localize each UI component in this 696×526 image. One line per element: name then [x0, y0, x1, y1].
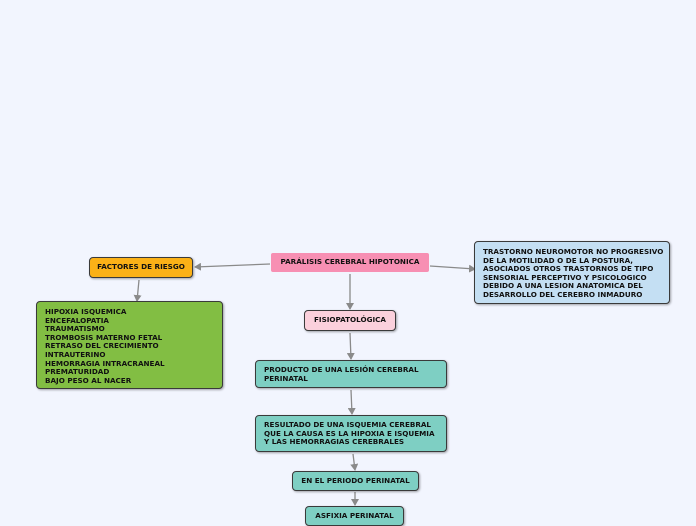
edge-risk-factors-list [133, 279, 142, 302]
product-node[interactable]: PRODUCTO DE UNA LESIÓN CEREBRAL PERINATA… [255, 360, 447, 388]
definition-line: TRASTORNO NEUROMOTOR NO PROGRESIVO [483, 247, 664, 256]
risk-list-item: RETRASO DEL CRECIMIENTO [45, 341, 159, 351]
definition-line: DEBIDO A UNA LESION ANATOMICA DEL [483, 281, 643, 291]
risk-list-item: PREMATURIDAD [45, 367, 110, 377]
period-label: EN EL PERIODO PERINATAL [301, 475, 410, 485]
result-line: RESULTADO DE UNA ISQUEMIA CEREBRAL [264, 420, 432, 429]
risk-factors-node[interactable]: FACTORES DE RIESGO [89, 257, 193, 278]
risk-list-item: ENCEFALOPATIA [45, 315, 109, 325]
result-line: Y LAS HEMORRAGIAS CEREBRALES [264, 437, 405, 447]
risk-list-item: TRAUMATISMO [45, 324, 105, 334]
risk-list-item: INTRAUTERINO [45, 349, 106, 359]
asphyxia-node[interactable]: ASFIXIA PERINATAL [305, 506, 404, 526]
definition-line: ASOCIADOS OTROS TRASTORNOS DE TIPO [483, 264, 654, 274]
edge-result-period [350, 453, 359, 471]
asphyxia-label: ASFIXIA PERINATAL [315, 510, 394, 520]
definition-node[interactable]: TRASTORNO NEUROMOTOR NO PROGRESIVO DE LA… [474, 241, 670, 304]
root-node-label: PARÁLISIS CEREBRAL HIPOTONICA [280, 257, 420, 267]
definition-line: DESARROLLO DEL CEREBRO INMADURO [483, 289, 643, 299]
pathophysiology-node[interactable]: FISIOPATOLÓGICA [304, 310, 396, 331]
period-node[interactable]: EN EL PERIODO PERINATAL [292, 471, 419, 491]
risk-list-node[interactable]: HIPOXIA ISQUEMICA ENCEFALOPATIA TRAUMATI… [36, 301, 223, 389]
root-node[interactable]: PARÁLISIS CEREBRAL HIPOTONICA [271, 253, 429, 272]
definition-line: SENSORIAL PERCEPTIVO Y PSICOLOGICO [483, 272, 647, 282]
result-line: QUE LA CAUSA ES LA HIPOXIA E ISQUEMIA [264, 428, 435, 438]
product-line: PERINATAL [264, 373, 308, 383]
risk-list-item: HEMORRAGIA INTRACRANEAL [45, 358, 165, 368]
edge-root-risk-factors [194, 262, 271, 271]
risk-list-item: BAJO PESO AL NACER [45, 375, 132, 385]
edge-root-definition [429, 264, 476, 273]
pathophysiology-label: FISIOPATOLÓGICA [313, 315, 386, 325]
definition-line: DE LA MOTILIDAD O DE LA POSTURA, [483, 255, 634, 265]
risk-factors-label: FACTORES DE RIESGO [97, 262, 185, 272]
edge-pathophysiology-product [346, 332, 355, 360]
risk-list-item: TROMBOSIS MATERNO FETAL [45, 332, 163, 342]
result-node[interactable]: RESULTADO DE UNA ISQUEMIA CEREBRAL QUE L… [255, 415, 447, 452]
edge-product-result [347, 389, 356, 415]
product-line: PRODUCTO DE UNA LESIÓN CEREBRAL [264, 365, 419, 374]
risk-list-item: HIPOXIA ISQUEMICA [45, 307, 127, 316]
